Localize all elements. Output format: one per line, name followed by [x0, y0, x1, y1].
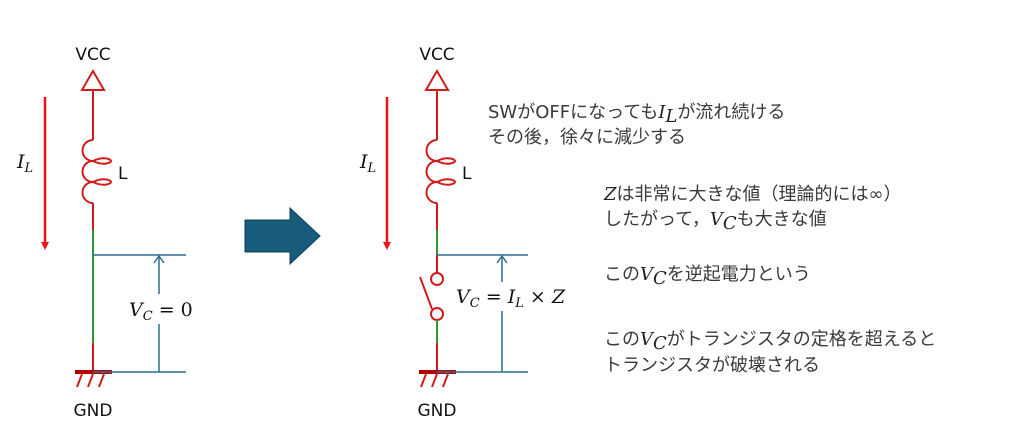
note-line-5: このVCを逆起電力という [604, 264, 811, 289]
vcc-label: VCC [419, 45, 454, 65]
inductor-coil [81, 139, 113, 204]
note-line-2: その後，徐々に減少する [488, 127, 686, 148]
ground-hatch [76, 373, 105, 388]
gnd-label: GND [74, 401, 113, 421]
inductor-label: L [118, 164, 128, 184]
note-line-1: SWがOFFになってもILが流れ続ける [488, 102, 785, 127]
note-line-4: したがって，VCも大きな値 [604, 209, 827, 234]
note-line-6: このVCがトランジスタの定格を超えると [604, 329, 936, 354]
vcc-symbol [80, 69, 106, 91]
current-label: IL [16, 151, 33, 176]
voltage-arrowhead [153, 254, 165, 264]
right-circuit: VCC L GND VC = IL × Z IL [359, 45, 566, 421]
switch-contact [430, 272, 444, 286]
vcc-symbol [424, 69, 450, 91]
transition-arrow-icon [244, 206, 321, 266]
note-line-7: トランジスタが破壊される [604, 355, 820, 376]
ground-hatch [420, 373, 449, 388]
voltage-arrowhead [496, 254, 508, 264]
switch-contact [430, 307, 444, 321]
explanation-notes: SWがOFFになってもILが流れ続ける その後，徐々に減少する Zは非常に大きな… [488, 102, 936, 376]
voltage-label: VC = IL × Z [456, 286, 566, 311]
note-line-3: Zは非常に大きな値（理論的には∞） [603, 184, 902, 205]
left-circuit: VCC L GND VC = 0 IL [16, 45, 193, 421]
voltage-label: VC = 0 [129, 299, 193, 324]
inductor-coil [425, 139, 457, 204]
inductor-label: L [462, 164, 472, 184]
gnd-label: GND [418, 401, 457, 421]
current-label: IL [359, 151, 376, 176]
open-switch-lever [419, 276, 433, 310]
vcc-label: VCC [75, 45, 110, 65]
